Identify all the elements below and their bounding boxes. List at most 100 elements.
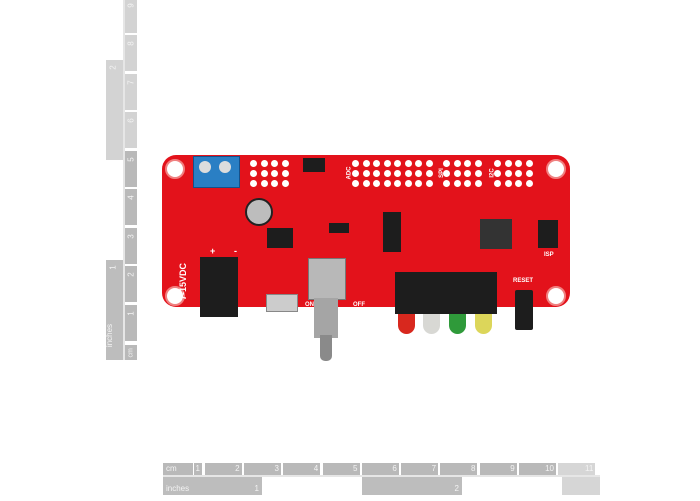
header-pad xyxy=(373,180,380,187)
led-holder xyxy=(395,272,497,314)
cm-tick: 11 xyxy=(558,463,596,475)
header-pad xyxy=(415,180,422,187)
header-pad xyxy=(250,170,257,177)
usb-connector xyxy=(266,294,298,312)
header-pad xyxy=(250,180,257,187)
led-yellow xyxy=(475,314,492,334)
header-pad xyxy=(464,160,471,167)
switch-on-label: ON xyxy=(305,302,314,308)
header-pad xyxy=(281,180,289,187)
header-pad xyxy=(404,160,412,167)
screw-terminal xyxy=(193,156,240,188)
screw-icon xyxy=(199,161,211,173)
switch-off-label: OFF xyxy=(353,302,365,308)
header-pad xyxy=(281,160,289,167)
header-pad xyxy=(525,160,533,167)
header-pad xyxy=(525,180,533,187)
ruler-ticks xyxy=(163,475,600,477)
header-pad xyxy=(443,170,450,177)
header-pad xyxy=(394,160,401,167)
header-pad xyxy=(362,160,370,167)
plus-label: + xyxy=(210,246,216,256)
cm-tick: 9 xyxy=(479,463,517,475)
header-pad xyxy=(383,160,391,167)
header-pad xyxy=(453,160,461,167)
cm-tick: 2 xyxy=(204,463,242,475)
cm-tick: 6 xyxy=(361,463,399,475)
switch-nut xyxy=(314,298,338,338)
header-pad xyxy=(474,170,482,177)
vertical-cm-label: cm xyxy=(125,345,137,360)
mount-hole xyxy=(546,159,566,179)
inch-tick: 2 xyxy=(454,484,459,493)
ruler-ticks xyxy=(123,0,125,360)
led-red xyxy=(398,314,415,334)
dc-barrel-jack xyxy=(200,257,238,317)
led-green xyxy=(449,314,466,334)
power-label: 7-15VDC xyxy=(178,262,188,300)
i2c-label: I2C xyxy=(489,168,496,178)
cm-tick: 7 xyxy=(125,73,137,110)
header-pad xyxy=(415,160,422,167)
cm-tick: 3 xyxy=(125,227,137,264)
cm-tick: 6 xyxy=(125,112,137,148)
header-pad xyxy=(525,170,533,177)
vertical-inch-band-2: 2 xyxy=(106,60,123,160)
cm-tick: 4 xyxy=(283,463,321,475)
inch-band-3 xyxy=(562,477,600,495)
header-pad xyxy=(394,180,401,187)
header-pad xyxy=(352,160,359,167)
header-pad xyxy=(494,160,501,167)
cm-tick: 5 xyxy=(322,463,360,475)
isp-header xyxy=(538,220,558,248)
minus-label: - xyxy=(234,246,237,256)
header-pad xyxy=(494,180,501,187)
inch-band-1: inches 1 xyxy=(163,477,262,495)
header-pad xyxy=(504,170,512,177)
header-pad xyxy=(425,160,433,167)
cm-tick: 4 xyxy=(125,189,137,225)
switch-lever xyxy=(320,335,332,361)
header-pad xyxy=(474,180,482,187)
header-pad xyxy=(515,170,522,177)
cm-tick: 9 xyxy=(125,0,137,33)
ic-chip xyxy=(303,158,325,172)
header-pad xyxy=(515,180,522,187)
header-pad xyxy=(453,170,461,177)
header-pad xyxy=(271,170,278,177)
reset-button[interactable] xyxy=(515,290,533,330)
diode xyxy=(329,223,349,233)
header-pad xyxy=(271,160,278,167)
cm-tick: 5 xyxy=(125,150,137,187)
cm-tick: 10 xyxy=(519,463,556,475)
header-pad xyxy=(383,170,391,177)
inch-tick: 1 xyxy=(254,484,259,493)
inch-band-2: 2 xyxy=(362,477,462,495)
cm-tick: 8 xyxy=(125,35,137,71)
header-pad xyxy=(504,160,512,167)
header-pad xyxy=(464,180,471,187)
led-white xyxy=(423,314,440,334)
header-pad xyxy=(515,160,522,167)
header-pad xyxy=(474,160,482,167)
toggle-switch[interactable] xyxy=(308,258,346,300)
shift-register-chip xyxy=(383,212,401,252)
reset-label: RESET xyxy=(513,278,534,284)
voltage-regulator xyxy=(267,228,293,248)
header-pad xyxy=(443,160,450,167)
header-pad xyxy=(383,180,391,187)
header-pad xyxy=(443,180,450,187)
cm-tick: 3 xyxy=(243,463,281,475)
cm-label: cm xyxy=(163,463,193,475)
header-pad xyxy=(271,180,278,187)
cm-tick: 7 xyxy=(401,463,439,475)
header-pad xyxy=(425,170,433,177)
header-pad xyxy=(260,180,268,187)
header-pad xyxy=(415,170,422,177)
header-pad xyxy=(464,170,471,177)
adc-label: ADC xyxy=(346,166,353,180)
header-pad xyxy=(504,180,512,187)
mount-hole xyxy=(165,159,185,179)
header-pad xyxy=(373,170,380,177)
header-pad xyxy=(362,170,370,177)
